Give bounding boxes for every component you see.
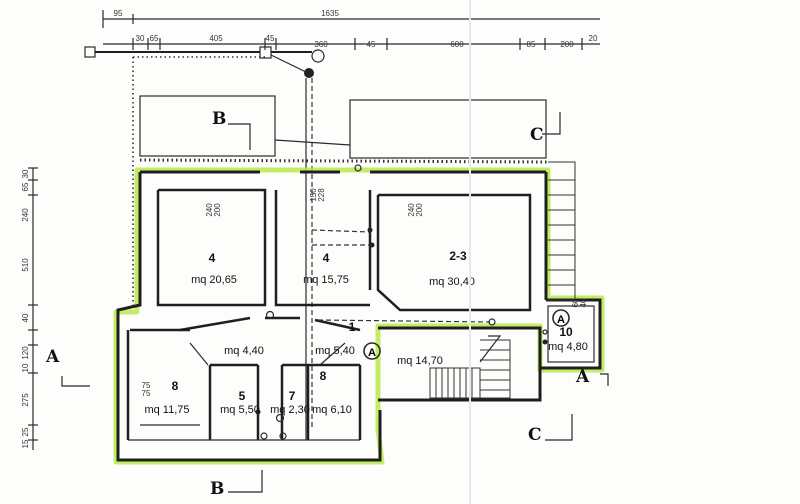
room-7-number: 7 [289,389,296,403]
room-labels: 4 mq 20,65 4 mq 15,75 2-3 mq 30,40 1 mq … [144,249,587,416]
room-2-3-number: 2-3 [449,249,467,263]
stairs-right-exterior [548,161,576,301]
room-4-mid-number: 4 [323,251,330,265]
room-2-3-area: mq 30,40 [429,276,475,288]
left-dimension-chain: 30 65 240 510 40 120 10 275 25 15 [21,167,38,450]
room-8-right-number: 8 [320,369,327,383]
dim-left-65: 65 [21,182,30,191]
plumbing-fixtures [255,164,548,440]
room-5-number: 5 [239,389,246,403]
label-75-b: 75 [142,389,151,398]
dim-left-510: 510 [21,258,30,272]
dim-top-65: 65 [150,34,159,43]
section-markers: B B C C A A A A [45,109,609,499]
drain-pipe-line [84,46,325,440]
section-a-mid-label: A [368,347,376,359]
label-75-a: 75 [142,381,151,390]
room-8-left-number: 8 [172,379,179,393]
section-b-bottom-label: B [210,479,224,499]
vertical-height-labels: 240 200 150 228 240 200 75 75 [142,188,424,398]
room-1-number: 1 [349,320,356,334]
label-40: 40 [579,298,588,307]
dim-top-45b: 45 [367,40,376,49]
room-8-right-area: mq 6,10 [312,404,352,416]
label-60: 60 [571,298,580,307]
dim-top-30: 30 [136,34,145,43]
room-4-left-number: 4 [209,251,216,265]
vlabel-240-b: 240 [407,203,416,217]
dim-left-30: 30 [21,169,30,178]
room-4-left-area: mq 20,65 [191,274,237,286]
corridor-right-area: mq 5,40 [315,345,355,357]
section-c-bottom-label: C [528,425,542,445]
dim-top-45: 45 [266,34,275,43]
stairs-hall [429,335,511,399]
dim-top-85: 85 [527,40,536,49]
dim-top-360: 360 [314,40,328,49]
section-a-left-label: A [45,347,60,367]
dim-left-275: 275 [21,393,30,407]
room-5-area: mq 5,50 [220,404,260,416]
vlabel-150: 150 [309,188,318,202]
property-boundary-highlight [113,167,605,465]
vlabel-200-a: 200 [213,203,222,217]
dim-top-200: 200 [560,40,574,49]
dim-left-15: 15 [21,439,30,448]
dim-top-95: 95 [114,9,123,18]
interior-walls [126,188,595,441]
section-c-top-label: C [530,125,544,145]
room-8-left-area: mq 11,75 [144,404,189,416]
room-4-mid-area: mq 15,75 [303,274,349,286]
corridor-left-area: mq 4,40 [224,345,264,357]
vlabel-240-a: 240 [205,203,214,217]
dim-left-120: 120 [21,346,30,360]
dim-left-10: 10 [21,363,30,372]
dim-top-600: 600 [450,40,464,49]
room-10-number: 10 [559,325,573,339]
dim-left-25: 25 [21,427,30,436]
top-dimension-chain: 95 1635 30 65 405 45 360 45 600 85 200 2… [102,9,600,50]
section-a-room10-circle [552,309,570,327]
vlabel-200-b: 200 [415,203,424,217]
room-7-area: mq 2,30 [270,404,310,416]
section-a-room10-label: A [557,314,565,326]
hall-area: mq 14,70 [397,355,443,367]
vlabel-228: 228 [317,188,326,202]
section-a-mid-circle [363,342,381,360]
dim-left-40: 40 [21,313,30,322]
section-a-right-label: A [575,367,590,387]
dim-top-20: 20 [589,34,598,43]
terrace-outline [132,56,549,305]
room-10-area: mq 4,80 [548,341,588,353]
dim-left-240: 240 [21,208,30,222]
section-b-top-label: B [212,109,226,129]
dim-top-405: 405 [209,34,223,43]
dim-top-1635: 1635 [321,9,339,18]
